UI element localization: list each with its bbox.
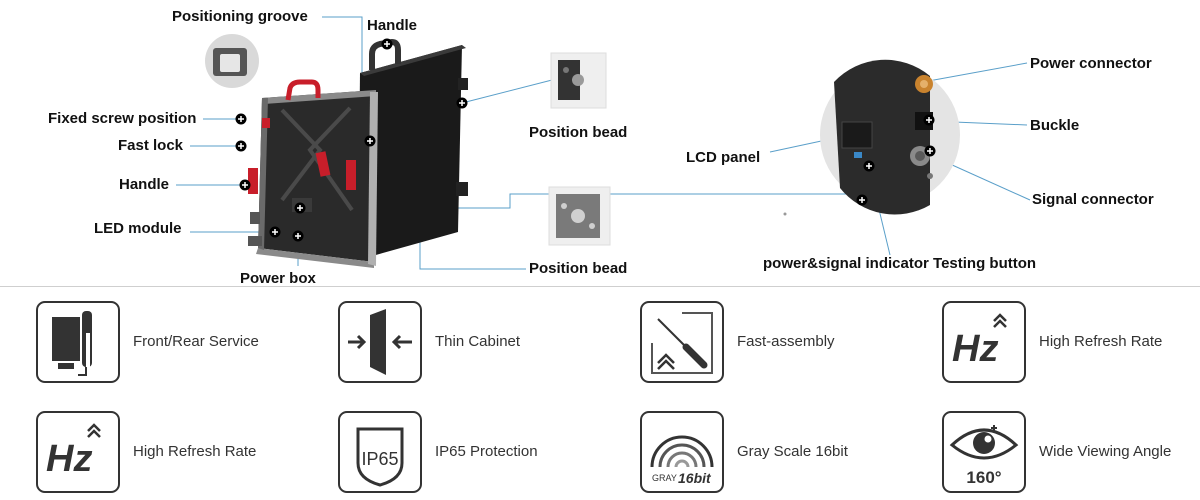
label-positioning-groove: Positioning groove: [172, 8, 308, 25]
feature-high-refresh-rate-2: Hz High Refresh Rate: [0, 397, 300, 493]
positioning-groove-photo: [205, 34, 259, 88]
cabinet-diagram: [176, 16, 1031, 270]
front-cabinet: [248, 79, 378, 268]
label-fixed-screw-position: Fixed screw position: [48, 110, 197, 127]
front-rear-service-icon: [36, 301, 120, 383]
feature-label: High Refresh Rate: [133, 443, 257, 460]
section-divider: [0, 286, 1200, 287]
position-bead-photo-bottom: [548, 186, 611, 246]
position-bead-photo-top: [550, 52, 607, 109]
feature-label: Front/Rear Service: [133, 333, 259, 350]
gray-scale-icon: GRAY 16bit: [640, 411, 724, 493]
hz-icon: Hz: [942, 301, 1026, 383]
plus-markers: [235, 38, 936, 242]
svg-text:GRAY: GRAY: [652, 473, 677, 483]
thin-cabinet-icon: [338, 301, 422, 383]
label-buckle: Buckle: [1030, 117, 1080, 134]
feature-label: Wide Viewing Angle: [1039, 443, 1172, 460]
feature-gray-scale: GRAY 16bit Gray Scale 16bit: [604, 397, 904, 493]
eye-160-icon: 160°: [942, 411, 1026, 493]
label-indicator-testing: power&signal indicator Testing button: [763, 255, 1037, 272]
feature-label: Gray Scale 16bit: [737, 443, 848, 460]
feature-label: Thin Cabinet: [435, 333, 521, 350]
feature-label: High Refresh Rate: [1039, 333, 1163, 350]
label-power-connector: Power connector: [1030, 55, 1152, 72]
feature-label: IP65 Protection: [435, 443, 538, 460]
label-power-box: Power box: [240, 270, 316, 287]
feature-front-rear-service: Front/Rear Service: [0, 287, 300, 383]
feature-ip65-protection: IP65 IP65 Protection: [302, 397, 602, 493]
feature-fast-assembly: Fast-assembly: [604, 287, 904, 383]
feature-wide-viewing-angle: 160° Wide Viewing Angle: [906, 397, 1200, 493]
svg-text:Hz: Hz: [46, 438, 92, 480]
label-handle-top: Handle: [367, 17, 418, 34]
power-box-detail: [820, 59, 960, 215]
label-lcd-panel: LCD panel: [686, 149, 761, 166]
label-led-module: LED module: [94, 220, 182, 237]
hz-icon: Hz: [36, 411, 120, 493]
label-handle-left: Handle: [119, 176, 170, 193]
label-fast-lock: Fast lock: [118, 137, 184, 154]
feature-high-refresh-rate: Hz High Refresh Rate: [906, 287, 1200, 383]
svg-text:IP65: IP65: [361, 449, 398, 469]
label-signal-connector: Signal connector: [1032, 191, 1154, 208]
screwdriver-icon: [640, 301, 724, 383]
feature-thin-cabinet: Thin Cabinet: [302, 287, 602, 383]
rear-cabinet: [358, 38, 468, 260]
svg-text:16bit: 16bit: [678, 470, 712, 486]
svg-text:Hz: Hz: [952, 328, 998, 370]
label-position-bead-top: Position bead: [529, 124, 628, 141]
svg-text:160°: 160°: [966, 468, 1001, 487]
feature-label: Fast-assembly: [737, 333, 835, 350]
ip65-icon: IP65: [338, 411, 422, 493]
label-position-bead-bottom: Position bead: [529, 260, 628, 277]
